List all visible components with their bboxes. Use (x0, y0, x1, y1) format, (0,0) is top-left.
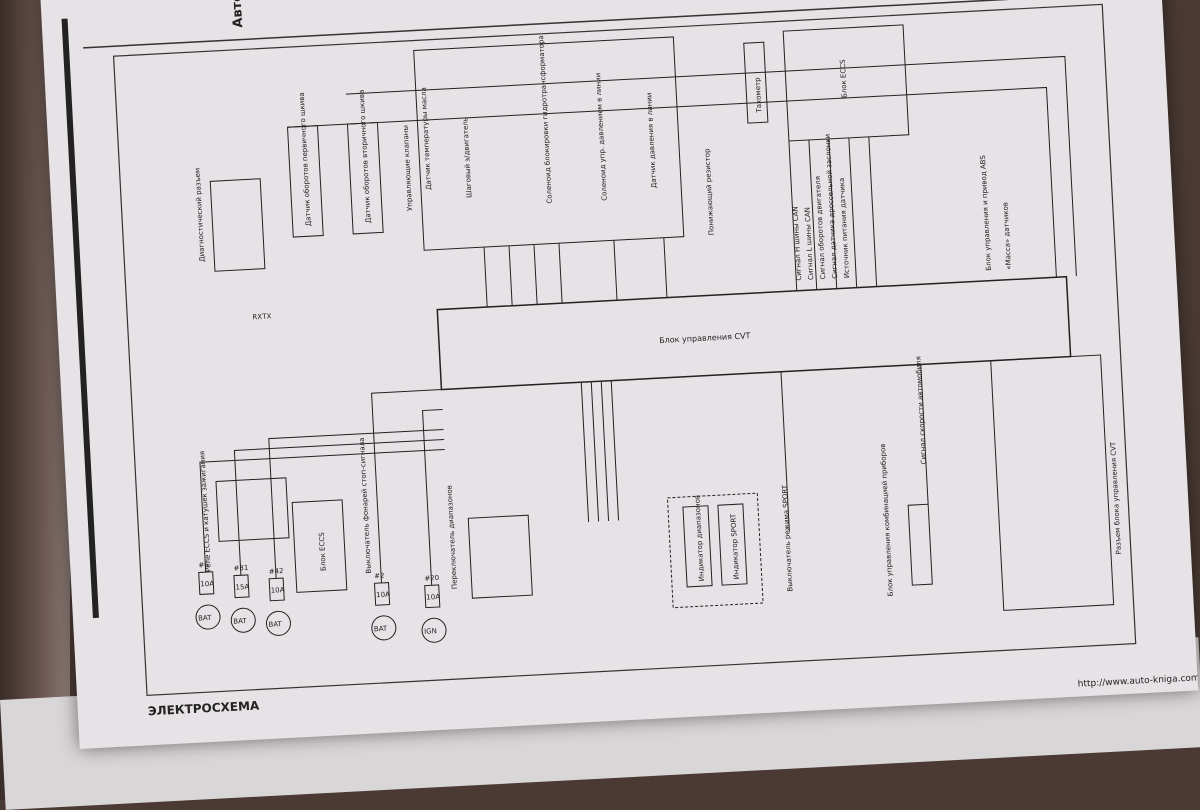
svg-text:RX: RX (252, 313, 262, 322)
ecm-label: Блок ECCS (318, 532, 328, 572)
meter-label: Блок управления комбинацией приборов (879, 443, 895, 596)
signal-1: Сигнал L шины CAN (803, 207, 815, 280)
signal-4: Источник питания датчика (838, 177, 851, 278)
signal-0: Сигнал H шины CAN (791, 206, 803, 281)
wiring-diagram: Автоматическая коробка передач ЭЛЕКТРОСХ… (61, 0, 1200, 718)
oil-temp-label: Датчик температуры масла (420, 87, 433, 190)
chapter-title: Автоматическая коробка передач (218, 0, 246, 28)
svg-text:BAT: BAT (198, 614, 212, 623)
svg-text:15A: 15A (235, 583, 249, 592)
line-solenoid-label: Соленоид упр. давлением в линии (594, 73, 609, 201)
meter-box (907, 503, 933, 586)
svg-text:IGN: IGN (424, 627, 437, 636)
cvt-connector-label: Разъем блока управления CVT (1109, 441, 1123, 555)
resistor-label: Понижающий резистор (703, 148, 716, 236)
svg-text:BAT: BAT (233, 617, 247, 626)
svg-text:BAT: BAT (374, 625, 388, 634)
svg-text:10A: 10A (271, 586, 285, 595)
diag-label: Диагностический разъем (194, 168, 207, 262)
line-sensor-label: Датчик давления в линии (645, 92, 658, 188)
cvt-connector-grid (990, 354, 1115, 611)
svg-text:10A: 10A (426, 593, 440, 602)
diagram-page: Автоматическая коробка передач ЭЛЕКТРОСХ… (40, 0, 1200, 749)
abs-label: Блок управления и привод ABS (979, 154, 993, 270)
power-ign-20: IGN 10A #20 (421, 574, 447, 643)
range-switch-box (467, 514, 533, 599)
lockup-label: Соленоид блокировки гидротрансформатора (537, 35, 554, 204)
section-title: ЭЛЕКТРОСХЕМА (148, 698, 261, 718)
power-bat-2: BAT 10A #2 (371, 572, 397, 641)
ground-label: «Масса» датчиков (1001, 202, 1013, 270)
power-bat-31: BAT 15A #31 (230, 564, 256, 633)
indicator-box (666, 492, 764, 609)
relay-box (215, 477, 290, 542)
sport-indicator-label: Индикатор SPORT (729, 513, 740, 580)
diag-connector (209, 178, 266, 272)
range-switch-label: Переключатель диапазонов (445, 485, 458, 589)
svg-text:#6: #6 (198, 561, 209, 570)
svg-text:BAT: BAT (268, 620, 282, 629)
tachometer-box (743, 41, 769, 124)
svg-text:10A: 10A (200, 580, 214, 589)
brake-switch-label: Выключатель фонарей стоп-сигнала (358, 437, 373, 573)
control-valves-label: Управляющие клапаны (402, 125, 414, 211)
website: http://www.auto-kniga.com (1078, 673, 1199, 689)
svg-text:#2: #2 (374, 572, 385, 581)
control-valves-box (413, 36, 685, 251)
secondary-speed-label: Датчик оборотов вторичного шкива (358, 90, 373, 224)
range-indicator-label: Индикатор диапазонов (693, 495, 706, 582)
cvt-unit-label: Блок управления CVT (659, 331, 751, 345)
ecm-right-label: Блок ECCS (839, 59, 849, 99)
svg-text:TX: TX (261, 312, 272, 321)
power-bat-6: BAT 10A #6 (195, 561, 221, 630)
tachometer-label: Тахометр (754, 77, 764, 114)
primary-speed-label: Датчик оборотов первичного шкива (298, 92, 313, 226)
power-bat-42: BAT 10A #42 (265, 567, 291, 636)
svg-text:10A: 10A (376, 591, 390, 600)
ecm-box (291, 499, 348, 593)
stepper-label: Шаговый э/двигатель (461, 117, 473, 198)
